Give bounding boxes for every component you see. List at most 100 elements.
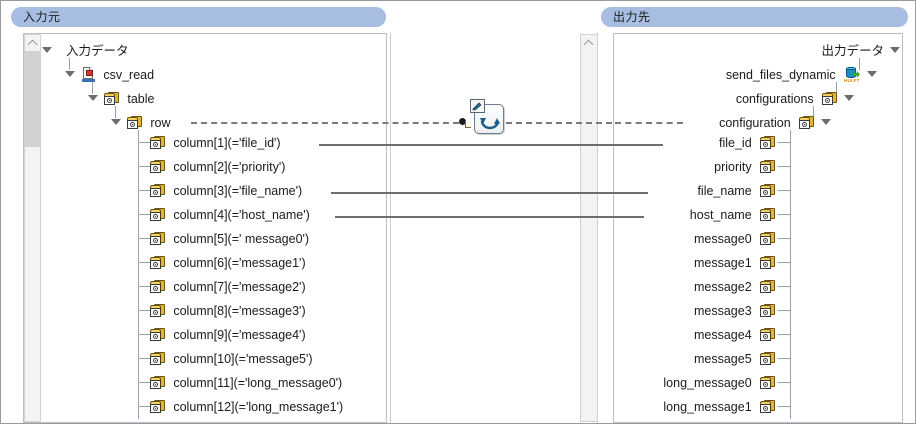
tree-node-column[interactable]: column[10](='message5') (150, 346, 313, 370)
destination-tree-pane[interactable]: 出力データ send_files_dynamic HULFT configura… (613, 33, 903, 423)
tree-node-label: column[12](='long_message1') (173, 399, 344, 414)
tree-node-label: row (150, 115, 171, 130)
tree-guide-line (138, 406, 150, 407)
chevron-down-icon[interactable] (42, 47, 52, 53)
tree-node-label: column[10](='message5') (173, 351, 313, 366)
mapping-anchor-dot[interactable] (459, 118, 466, 125)
loop-arrows-glyph (480, 118, 500, 130)
tree-node-field[interactable]: long_message1 (663, 394, 776, 418)
tree-node-label: column[5](=' message0') (173, 231, 310, 246)
loop-mapping-icon[interactable] (470, 99, 504, 134)
element-icon (150, 135, 166, 150)
tree-node-column[interactable]: column[7](='message2') (150, 274, 306, 298)
tree-node-configurations[interactable]: configurations (735, 86, 854, 110)
mapping-canvas[interactable] (390, 33, 598, 423)
tree-node-column[interactable]: column[4](='host_name') (150, 202, 310, 226)
tree-node-field[interactable]: long_message0 (663, 370, 776, 394)
tree-node-column[interactable]: column[1](='file_id') (150, 130, 281, 154)
mapping-line-file-name[interactable] (331, 192, 648, 194)
tree-guide-line (138, 310, 150, 311)
source-tree-pane[interactable]: 入力データ csv_read table row (23, 33, 387, 423)
tree-node-column[interactable]: column[6](='message1') (150, 250, 306, 274)
mapping-line-host-name[interactable] (335, 216, 644, 218)
tree-node-row[interactable]: row (111, 110, 171, 134)
tree-guide-line (138, 286, 150, 287)
tree-node-field[interactable]: message5 (694, 346, 776, 370)
element-icon (799, 115, 815, 130)
tree-node-label: configurations (735, 91, 814, 106)
tree-guide-line (778, 286, 790, 287)
csv-document-icon (81, 67, 96, 83)
tree-node-field[interactable]: message0 (694, 226, 776, 250)
chevron-down-icon[interactable] (65, 71, 75, 77)
tree-node-field[interactable]: file_name (697, 178, 776, 202)
tree-guide-line (778, 214, 790, 215)
tree-node-column[interactable]: column[9](='message4') (150, 322, 306, 346)
tree-guide-line (778, 190, 790, 191)
tree-node-field[interactable]: message3 (694, 298, 776, 322)
tree-node-field[interactable]: file_id (719, 130, 776, 154)
chevron-down-icon[interactable] (890, 47, 900, 53)
element-icon (760, 351, 776, 366)
tree-guide-line (778, 406, 790, 407)
tree-node-field[interactable]: host_name (690, 202, 776, 226)
mapping-line-file-id[interactable] (319, 144, 663, 146)
chevron-down-icon[interactable] (111, 119, 121, 125)
tree-guide-line (859, 58, 860, 70)
chevron-down-icon[interactable] (821, 119, 831, 125)
tree-node-root[interactable]: 入力データ (42, 38, 129, 62)
tree-node-column[interactable]: column[2](='priority') (150, 154, 285, 178)
element-icon (150, 351, 166, 366)
edit-pencil-icon[interactable] (470, 99, 485, 113)
element-icon (150, 207, 166, 222)
tree-node-label: message0 (693, 231, 752, 246)
tree-node-label: 出力データ (821, 43, 884, 58)
mapping-line-loop[interactable] (506, 122, 612, 124)
destination-panel-header: 出力先 (601, 7, 908, 27)
element-icon (760, 303, 776, 318)
scroll-up-button[interactable] (581, 35, 596, 50)
chevron-down-icon[interactable] (867, 71, 877, 77)
tree-node-column[interactable]: column[11](='long_message0') (150, 370, 342, 394)
chevron-down-icon[interactable] (88, 95, 98, 101)
element-icon (760, 135, 776, 150)
tree-node-table[interactable]: table (88, 86, 154, 110)
scroll-up-button[interactable] (25, 35, 40, 50)
source-panel-header: 入力元 (11, 7, 386, 27)
tree-node-column[interactable]: column[12](='long_message1') (150, 394, 343, 418)
chevron-down-icon[interactable] (844, 95, 854, 101)
canvas-scrollbar[interactable] (580, 34, 598, 422)
element-icon (760, 159, 776, 174)
tree-node-column[interactable]: column[8](='message3') (150, 298, 306, 322)
scrollbar-thumb[interactable] (25, 51, 40, 147)
mapping-line-loop[interactable] (191, 122, 459, 124)
tree-guide-line (836, 82, 837, 94)
source-pane-scrollbar[interactable] (24, 34, 41, 422)
tree-node-send-files-dynamic[interactable]: send_files_dynamic HULFT (726, 62, 877, 86)
tree-node-configuration[interactable]: configuration (719, 110, 831, 134)
tree-node-label: message4 (693, 327, 752, 342)
tree-node-field[interactable]: message4 (694, 322, 776, 346)
tree-node-field[interactable]: message2 (694, 274, 776, 298)
tree-guide-line (138, 166, 150, 167)
element-icon (760, 327, 776, 342)
tree-guide-line (778, 334, 790, 335)
tree-guide-line (778, 166, 790, 167)
tree-node-column[interactable]: column[3](='file_name') (150, 178, 302, 202)
element-icon (127, 115, 143, 130)
tree-node-field[interactable]: priority (714, 154, 776, 178)
tree-guide-line (138, 130, 139, 419)
tree-guide-line (138, 262, 150, 263)
tree-node-label: column[4](='host_name') (173, 207, 310, 222)
mapping-line-loop[interactable] (615, 122, 683, 124)
tree-node-column[interactable]: column[5](=' message0') (150, 226, 309, 250)
tree-node-field[interactable]: message1 (694, 250, 776, 274)
tree-node-label: priority (714, 159, 752, 174)
tree-node-label: long_message1 (663, 399, 752, 414)
element-icon (150, 183, 166, 198)
tree-node-label: message5 (693, 351, 752, 366)
tree-node-root[interactable]: 出力データ (821, 38, 900, 62)
element-icon (760, 231, 776, 246)
tree-node-csv-read[interactable]: csv_read (65, 62, 154, 86)
tree-node-label: csv_read (103, 67, 155, 82)
